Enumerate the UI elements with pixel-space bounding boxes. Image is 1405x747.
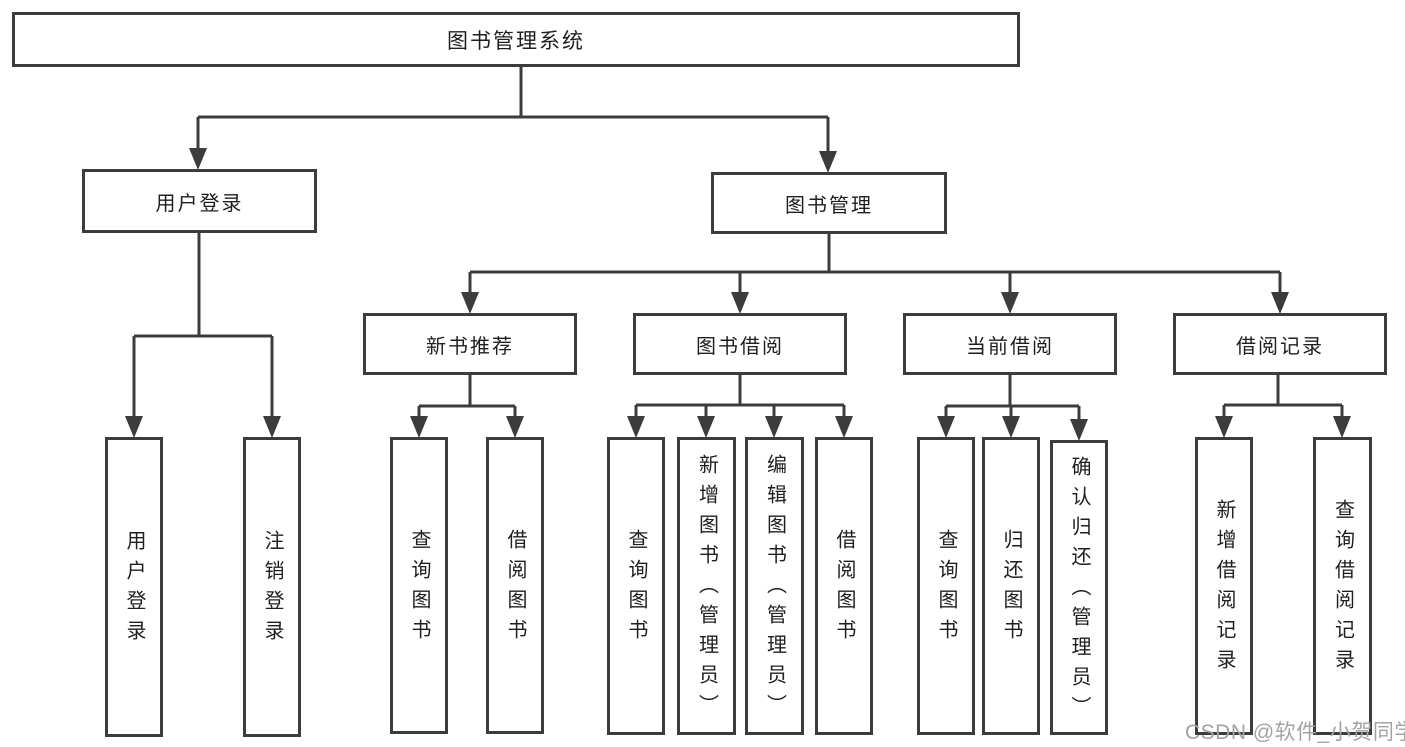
node-borrowing-records: 借阅记录	[1173, 313, 1387, 375]
node-query-books-3: 查询图书	[917, 437, 975, 735]
node-book-management: 图书管理	[711, 172, 947, 234]
node-edit-books-admin: 编辑图书（管理员）	[745, 437, 804, 735]
node-new-book-recommendation: 新书推荐	[363, 313, 577, 375]
node-return-books: 归还图书	[982, 437, 1040, 735]
node-query-books-1: 查询图书	[390, 437, 448, 734]
node-user-login: 用户登录	[82, 169, 317, 233]
node-logout: 注销登录	[243, 437, 301, 737]
node-confirm-return-admin: 确认归还（管理员）	[1050, 440, 1108, 735]
node-query-books-2: 查询图书	[607, 437, 665, 735]
node-borrow-books-1: 借阅图书	[486, 437, 544, 734]
node-add-borrow-record: 新增借阅记录	[1195, 437, 1253, 735]
node-query-borrow-record: 查询借阅记录	[1313, 437, 1372, 735]
node-borrow-books-2: 借阅图书	[815, 437, 873, 735]
node-add-books-admin: 新增图书（管理员）	[677, 437, 736, 735]
csdn-watermark: CSDN @软件_小贺同学	[1185, 721, 1405, 744]
node-current-borrowing: 当前借阅	[903, 313, 1117, 375]
node-library-management-system: 图书管理系统	[12, 12, 1020, 67]
arrowhead-icons	[125, 148, 1351, 441]
node-user-login-leaf: 用户登录	[105, 437, 163, 737]
node-book-borrowing: 图书借阅	[633, 313, 847, 375]
